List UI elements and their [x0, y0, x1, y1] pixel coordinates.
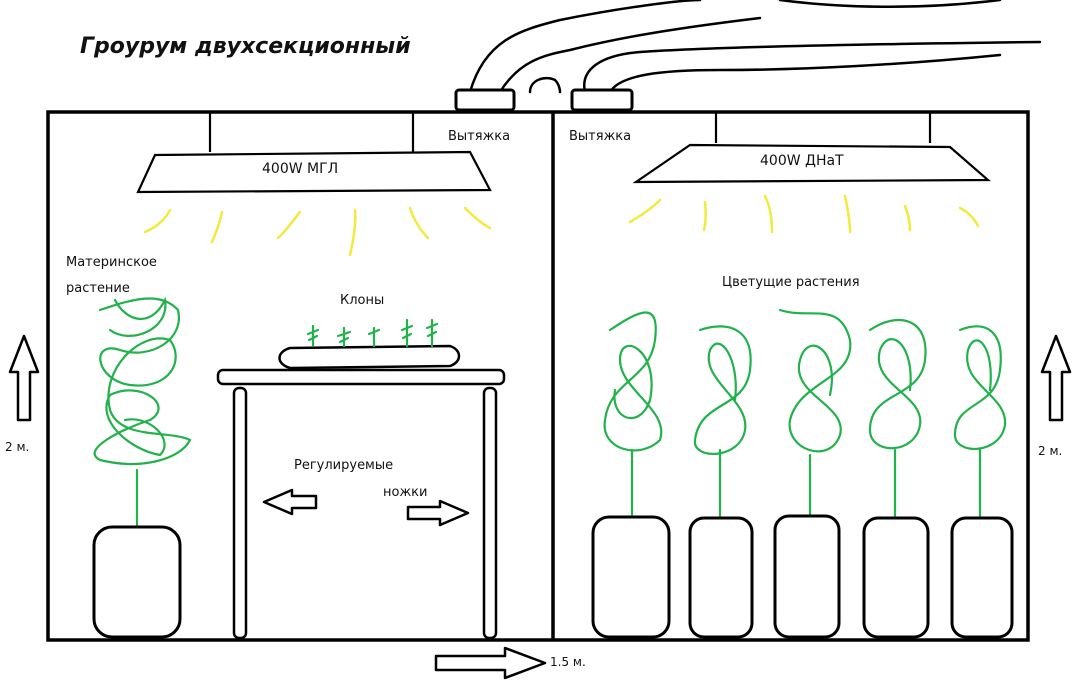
- clone-tray: [278, 344, 461, 370]
- mother-plant-label-line1: Материнское: [66, 255, 157, 270]
- lamp-right-reflector: [632, 143, 991, 184]
- clones-plants: [306, 318, 439, 348]
- flowering-plants: [603, 308, 1007, 520]
- table-top: [216, 368, 506, 386]
- room-frame: [46, 110, 1030, 642]
- pot-4: [862, 516, 930, 639]
- pot-2: [688, 516, 754, 639]
- exhaust-label-right: Вытяжка: [569, 129, 632, 144]
- arrows: [8, 334, 1072, 680]
- lamp-left-reflector: [136, 150, 492, 194]
- width-label: 1.5 м.: [550, 655, 586, 669]
- exhaust-duct: [468, 0, 1042, 94]
- height-label-left: 2 м.: [5, 440, 30, 454]
- pot-1: [591, 515, 671, 639]
- adjustable-legs-label-line1: Регулируемые: [294, 458, 394, 473]
- exhaust-fan-right: [570, 88, 634, 112]
- light-rays: [143, 194, 980, 257]
- pot-mother: [92, 525, 182, 639]
- arrow-up-left: [8, 334, 40, 422]
- lamp-label-right: 400W ДНаТ: [760, 153, 844, 169]
- mother-plant-label-line2: растение: [66, 281, 130, 296]
- room-outline: [46, 110, 1030, 642]
- height-label-right: 2 м.: [1038, 444, 1063, 458]
- page-title: Гроурум двухсекционный: [80, 34, 411, 59]
- pots: [92, 514, 1014, 639]
- exhaust-fan-left: [454, 88, 516, 112]
- table-leg-left: [232, 386, 248, 640]
- adjustable-legs-label-line2: ножки: [383, 485, 428, 500]
- arrow-right-legs: [406, 499, 470, 527]
- pot-5: [950, 516, 1014, 639]
- clone-table: [216, 344, 506, 640]
- exhaust-fans: [454, 88, 634, 112]
- arrow-left-legs: [262, 488, 318, 516]
- clones-label: Клоны: [340, 293, 385, 308]
- flowering-plants-label: Цветущие растения: [722, 275, 860, 290]
- lamps: [136, 112, 991, 194]
- mother-plant: [93, 296, 192, 527]
- arrow-right-width: [434, 646, 547, 680]
- pot-3: [773, 514, 841, 639]
- exhaust-label-left: Вытяжка: [448, 129, 511, 144]
- table-leg-right: [482, 386, 498, 640]
- arrow-up-right: [1040, 334, 1072, 422]
- lamp-label-left: 400W МГЛ: [262, 161, 339, 177]
